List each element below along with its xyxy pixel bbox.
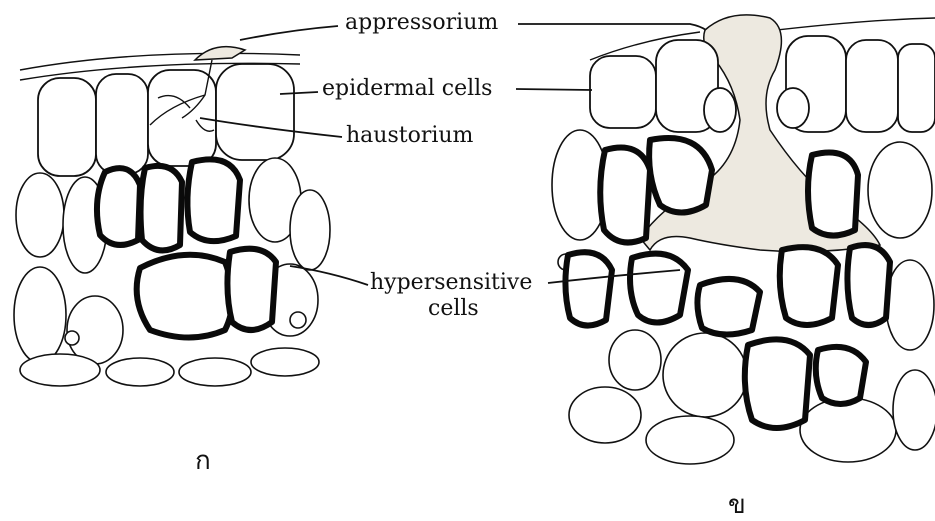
left-hypersensitive-cells: [97, 159, 276, 337]
panel-label-left: ก: [195, 448, 211, 474]
label-hypersensitive-cells: cells: [428, 298, 479, 320]
left-appressorium: [195, 47, 245, 60]
left-panel-drawing: [14, 47, 330, 386]
left-epidermal-cells: [38, 64, 294, 176]
panel-label-right: ข: [728, 492, 746, 518]
label-haustorium: haustorium: [346, 125, 473, 147]
label-appressorium: appressorium: [345, 12, 498, 34]
label-hypersensitive: hypersensitive: [370, 272, 532, 294]
label-epidermal-cells: epidermal cells: [322, 78, 492, 100]
right-panel-drawing: [552, 15, 935, 464]
